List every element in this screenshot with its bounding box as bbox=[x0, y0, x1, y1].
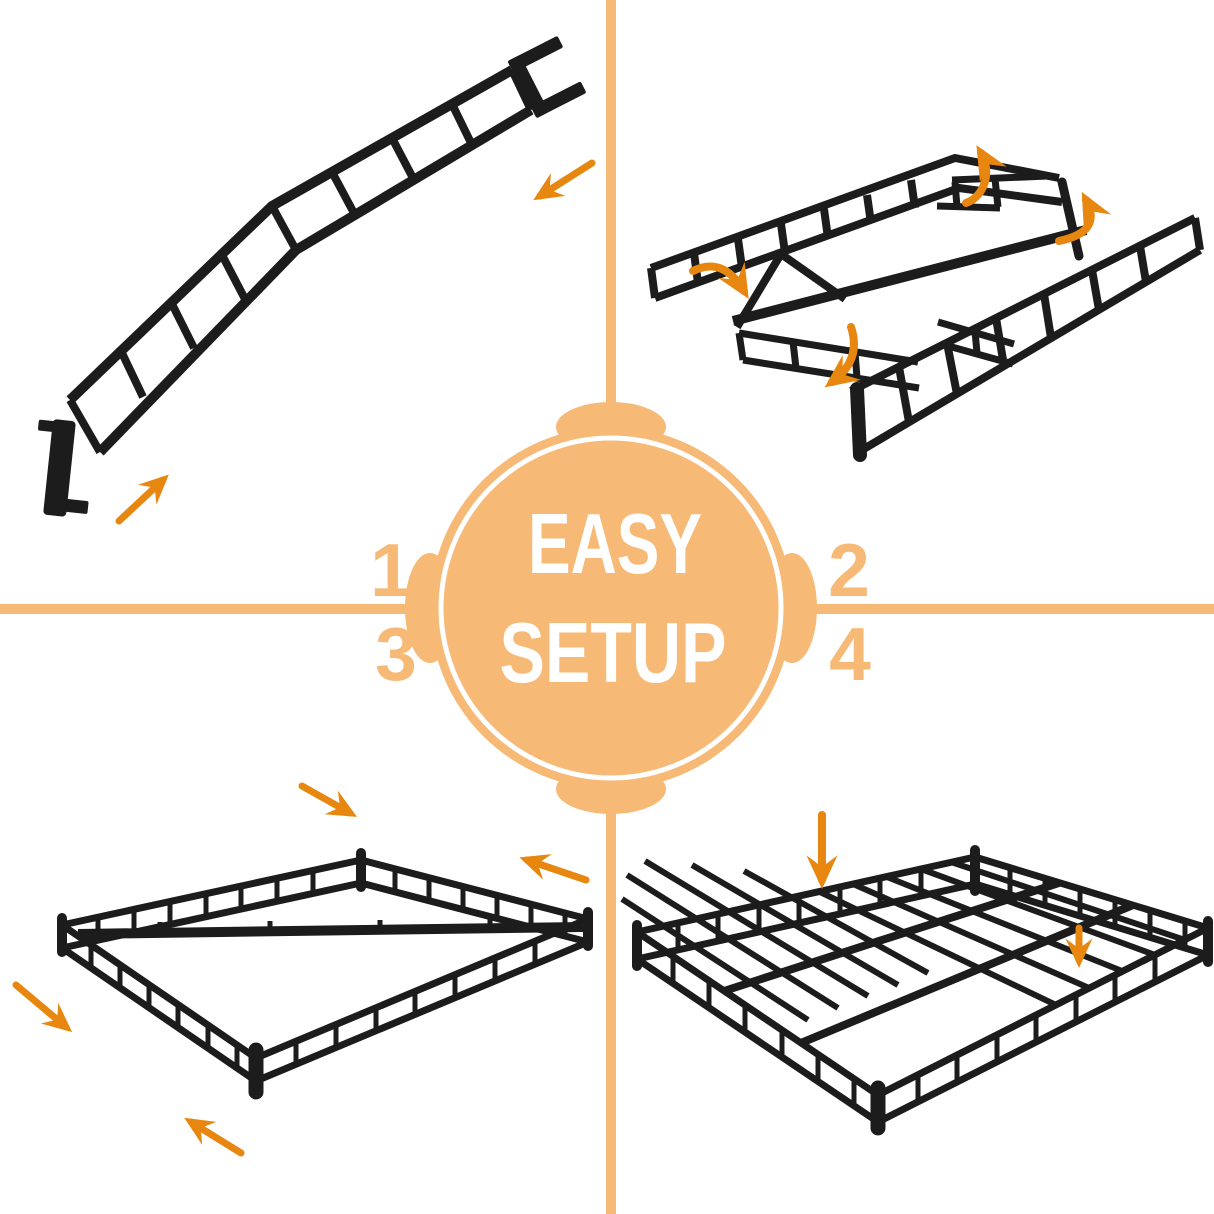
badge-title-line1: EASY bbox=[528, 497, 702, 592]
easy-setup-badge: EASY SETUP bbox=[405, 402, 817, 814]
arrow-icon bbox=[184, 1117, 245, 1157]
hinge-bar bbox=[1057, 177, 1084, 261]
front-rail-end-cap bbox=[850, 382, 867, 462]
fold-struts bbox=[733, 250, 848, 330]
arrow-icon bbox=[12, 981, 73, 1033]
folded-rail-rungs bbox=[66, 68, 535, 454]
badge-title-line2: SETUP bbox=[500, 606, 727, 701]
arrow-icon bbox=[298, 782, 357, 817]
folded-support bbox=[735, 318, 1015, 392]
curved-arrow-icon bbox=[824, 323, 862, 388]
curved-arrow-icon bbox=[962, 145, 1007, 207]
arrow-icon bbox=[115, 474, 169, 525]
step-numbers: 1 2 3 4 bbox=[370, 528, 871, 696]
frame-rungs bbox=[88, 869, 568, 1068]
arrow-icon bbox=[533, 159, 596, 201]
center-rail-tabs bbox=[157, 919, 493, 929]
step-3-number: 3 bbox=[375, 612, 417, 696]
step-2-number: 2 bbox=[828, 528, 870, 612]
step-3-illustration bbox=[12, 782, 593, 1157]
curved-arrow-icon bbox=[689, 261, 749, 299]
center-rail bbox=[77, 922, 584, 939]
seated-slats bbox=[818, 859, 1186, 1008]
badge-circle bbox=[430, 427, 792, 789]
curved-arrow-icon bbox=[1055, 191, 1112, 245]
end-bracket-bottom-left bbox=[37, 419, 89, 517]
badge-ring bbox=[438, 435, 784, 781]
front-rail bbox=[849, 214, 1204, 454]
step-2-illustration bbox=[647, 145, 1204, 462]
corner-posts bbox=[57, 848, 593, 957]
step-1-number: 1 bbox=[370, 528, 412, 612]
step-1-illustration bbox=[37, 36, 596, 525]
step-4-illustration bbox=[620, 811, 1213, 1136]
long-rails bbox=[722, 879, 1135, 1047]
end-bracket-top-right bbox=[508, 36, 586, 118]
loose-slats bbox=[620, 858, 930, 1023]
step-4-number: 4 bbox=[829, 612, 871, 696]
arrow-icon bbox=[519, 854, 590, 884]
middle-rail bbox=[731, 225, 1088, 326]
